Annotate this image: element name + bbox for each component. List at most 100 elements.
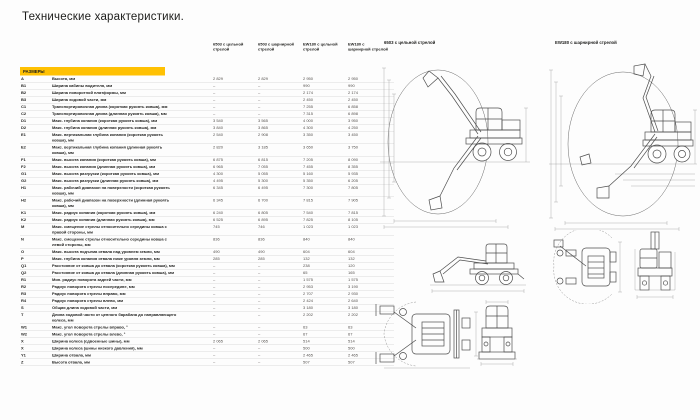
cell-value: 836 [213, 237, 220, 242]
cell-value: 1 575 [348, 277, 359, 283]
cell-value: 3 185 [258, 145, 269, 150]
cell-value: 745 [213, 224, 220, 230]
cell-value: 7 300 [303, 185, 314, 191]
row-code: G1 [21, 171, 27, 177]
cell-value: 8 105 [348, 217, 359, 223]
dimensions-section-header: РАЗМЕРЫ [20, 67, 165, 76]
row-code: C1 [21, 104, 27, 110]
cell-value: 836 [258, 237, 265, 242]
cell-value: 2 950 [348, 76, 359, 82]
cell-value: 8 090 [348, 157, 359, 163]
row-code: C2 [21, 111, 27, 117]
cell-value: – [258, 332, 261, 337]
row-label: Расстояние от ковша до отвала (короткая … [52, 263, 175, 269]
cell-value: 2 908 [258, 132, 269, 138]
cell-value: 6 525 [213, 217, 224, 223]
cell-value: – [213, 284, 216, 290]
cell-value: 7 815 [303, 198, 314, 203]
table-header-row: 6503 с цельной стрелой 6503 с шарнирной … [20, 42, 394, 67]
cell-value: 1 575 [303, 277, 314, 283]
row-label: Ширина колеса (сдвоенные шины), мм [52, 339, 130, 344]
row-label: Макс. глубина копания (длинная рукоять к… [52, 125, 157, 131]
cell-value: 6 898 [348, 111, 359, 117]
cell-value: – [213, 298, 216, 304]
cell-value: 500 [303, 346, 310, 351]
cell-value: 6 895 [258, 217, 269, 223]
cell-value: 63 [348, 325, 353, 330]
row-code: W1 [21, 325, 27, 330]
row-label: Транспортировочная длина (короткая рукоя… [52, 104, 168, 110]
cell-value: 2 174 [303, 90, 314, 96]
cell-value: 4 300 [213, 171, 224, 177]
cell-value: 7 255 [303, 104, 314, 110]
cell-value: 2 065 [213, 339, 224, 344]
cell-value: 3 350 [303, 132, 314, 138]
cell-value: 2 450 [303, 97, 314, 103]
row-label: Макс. вертикальная глубина копания (длин… [52, 145, 163, 155]
cell-value: 507 [348, 360, 355, 365]
cell-value: 7 815 [348, 210, 359, 216]
cell-value: 2 065 [258, 339, 269, 344]
cell-value: 3 540 [213, 118, 224, 124]
row-label: Высота, мм [52, 76, 76, 82]
cell-value: 7 805 [348, 185, 359, 191]
cell-value: 3 180 [303, 305, 314, 311]
cell-value: 238 [303, 263, 310, 269]
row-code: F2 [21, 164, 26, 170]
table-row: F2 Макс. высота копания (длинная рукоять … [20, 164, 394, 171]
cell-value: – [213, 360, 216, 365]
row-label: Макс. высота копания (короткая рукоять к… [52, 157, 156, 163]
row-code: A [21, 76, 24, 82]
row-label: Радиус поворота стрелы вправо, мм [52, 291, 126, 297]
cell-value: 7 315 [303, 111, 314, 117]
cell-value: 6 345 [213, 198, 224, 203]
cell-value: 3 565 [258, 118, 269, 124]
cell-value: – [258, 270, 261, 276]
cell-value: 285 [213, 256, 220, 262]
row-label: Макс. высота подъема отвала над уровнем … [52, 249, 160, 255]
cell-value: – [213, 97, 216, 103]
cell-value: 990 [348, 83, 355, 89]
row-label: Макс. радиус копания (длинная рукоять ко… [52, 217, 155, 223]
cell-value: 6 495 [258, 185, 269, 191]
cell-value: 4 250 [348, 125, 359, 131]
cell-value: 2 174 [348, 90, 359, 96]
cell-value: 3 750 [348, 145, 359, 150]
envelope-drawing-right: EW180 с шарнирной стрелой [549, 40, 697, 231]
row-code: H2 [21, 198, 27, 203]
row-code: N [21, 237, 24, 242]
row-label: Ширина кабины водителя, мм [52, 83, 113, 89]
cell-value: – [213, 305, 216, 311]
row-code: K1 [21, 210, 27, 216]
cell-value: – [213, 353, 216, 358]
cell-value: 3 865 [258, 125, 269, 131]
cell-value: 2 450 [348, 97, 359, 103]
row-label: Макс. вертикальная глубина копания (коро… [52, 132, 163, 143]
cell-value: 2 465 [348, 353, 359, 358]
cell-value: 840 [303, 237, 310, 242]
cell-value: 7 905 [348, 198, 359, 203]
row-code: B1 [21, 83, 27, 89]
row-label: Радиус поворота стрелы посередине, мм [52, 284, 135, 290]
row-label: Макс. высота копания (длинная рукоять ко… [52, 164, 156, 170]
row-label: Ширина отвала, мм [52, 353, 91, 358]
cell-value: 2 950 [303, 76, 314, 82]
